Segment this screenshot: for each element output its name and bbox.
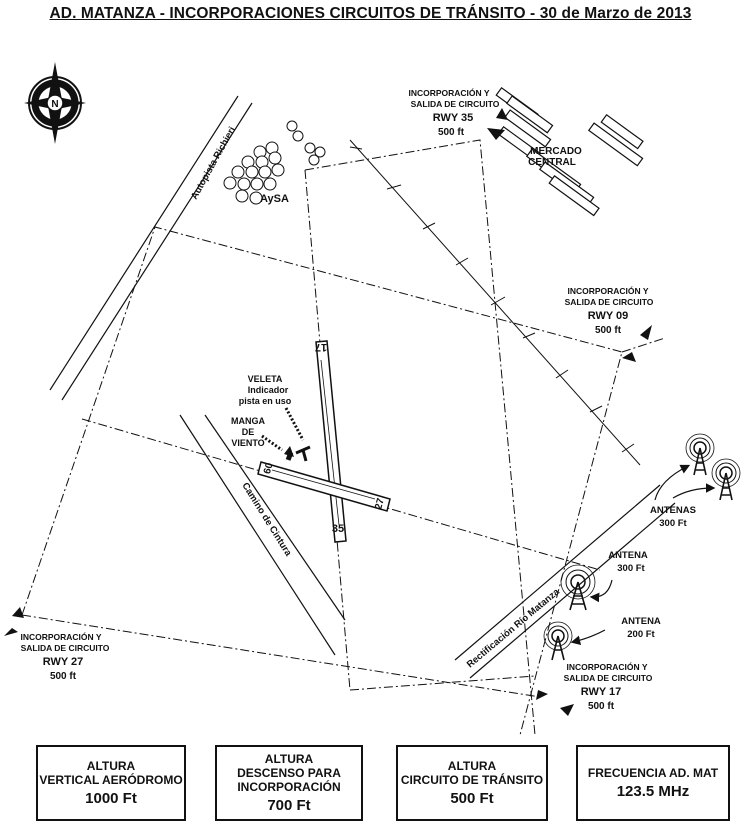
svg-text:500 ft: 500 ft: [50, 671, 77, 682]
svg-text:500 ft: 500 ft: [438, 127, 465, 138]
antenna-label-3: ANTENA 200 Ft: [621, 616, 661, 640]
runway-09-27: 09 27: [257, 461, 391, 512]
info-box-frecuencia: FRECUENCIA AD. MAT 123.5 MHz: [576, 745, 730, 821]
info-box-value: 1000 Ft: [85, 790, 137, 807]
wind-indicators: [261, 407, 311, 462]
info-box-descenso: ALTURA DESCENSO PARA INCORPORACIÓN 700 F…: [215, 745, 363, 821]
runway-17-35: 17 35: [315, 340, 347, 543]
svg-text:RWY 35: RWY 35: [433, 112, 474, 124]
landing-t-icon: [295, 445, 311, 462]
compass-icon: N: [24, 62, 86, 144]
info-box-vertical: ALTURA VERTICAL AERÓDROMO 1000 Ft: [36, 745, 186, 821]
svg-text:INCORPORACIÓN Y: INCORPORACIÓN Y: [567, 285, 648, 296]
svg-text:INCORPORACIÓN Y: INCORPORACIÓN Y: [20, 631, 101, 642]
info-box-line: VERTICAL AERÓDROMO: [39, 773, 183, 787]
runway-label-27: 27: [373, 497, 387, 511]
info-box-line: DESCENSO PARA: [237, 766, 341, 780]
runway-label-09: 09: [260, 461, 274, 475]
road-rectificacion-rio-matanza: Rectificación Río Matanza: [454, 484, 676, 679]
svg-text:SALIDA DE CIRCUITO: SALIDA DE CIRCUITO: [564, 673, 653, 683]
road-camino-de-cintura: Camino de Cintura: [179, 414, 346, 656]
svg-text:500 ft: 500 ft: [595, 325, 622, 336]
mercado-line-2: CENTRAL: [528, 157, 576, 168]
svg-text:INCORPORACIÓN Y: INCORPORACIÓN Y: [566, 661, 647, 672]
road-autopista-richieri: Autopista Richieri: [49, 95, 253, 401]
aysa-label: AySA: [260, 193, 289, 205]
entry-rwy27: INCORPORACIÓN Y SALIDA DE CIRCUITO RWY 2…: [20, 631, 109, 682]
veleta-line-1: VELETA: [248, 374, 283, 384]
info-box-line: ALTURA: [86, 759, 136, 773]
svg-text:500 ft: 500 ft: [588, 701, 615, 712]
svg-text:INCORPORACIÓN Y: INCORPORACIÓN Y: [408, 87, 489, 98]
antenna-icon-3: [560, 564, 596, 611]
svg-text:SALIDA DE CIRCUITO: SALIDA DE CIRCUITO: [565, 297, 654, 307]
info-box-line: CIRCUITO DE TRÁNSITO: [400, 773, 544, 787]
info-box-line: FRECUENCIA AD. MAT: [587, 766, 719, 780]
entry-arrows: [4, 108, 652, 716]
info-box-circuito: ALTURA CIRCUITO DE TRÁNSITO 500 Ft: [396, 745, 548, 821]
manga-line-1: MANGA: [231, 416, 265, 426]
road-label-rectificacion: Rectificación Río Matanza: [465, 586, 562, 670]
svg-text:ANTENA: ANTENA: [608, 550, 648, 561]
info-box-line: INCORPORACIÓN: [237, 780, 341, 794]
svg-text:300 Ft: 300 Ft: [659, 518, 687, 529]
svg-text:SALIDA DE CIRCUITO: SALIDA DE CIRCUITO: [411, 99, 500, 109]
runway-label-35: 35: [332, 523, 344, 535]
aerodrome-map: N Autopista Richieri Camino de Cintura R…: [4, 62, 741, 736]
manga-line-3: VIENTO: [231, 438, 264, 448]
entry-rwy17: INCORPORACIÓN Y SALIDA DE CIRCUITO RWY 1…: [564, 661, 653, 712]
svg-text:ANTENAS: ANTENAS: [650, 505, 696, 516]
runway-label-17: 17: [315, 341, 327, 353]
compass-letter: N: [51, 99, 58, 110]
road-label-autopista: Autopista Richieri: [189, 125, 238, 201]
antenna-icon-1: [685, 433, 715, 476]
info-box-line: ALTURA: [447, 759, 497, 773]
chart-title: AD. MATANZA - INCORPORACIONES CIRCUITOS …: [49, 5, 692, 22]
info-box-value: 700 Ft: [267, 797, 311, 814]
svg-text:ANTENA: ANTENA: [621, 616, 661, 627]
manga-line-2: DE: [242, 427, 255, 437]
svg-text:300 Ft: 300 Ft: [617, 563, 645, 574]
svg-text:RWY 09: RWY 09: [588, 310, 629, 322]
svg-text:RWY 17: RWY 17: [581, 686, 622, 698]
info-box-value: 123.5 MHz: [616, 783, 690, 800]
mercado-line-1: MERCADO: [530, 146, 582, 157]
svg-text:200 Ft: 200 Ft: [627, 629, 655, 640]
mercado-central-buildings: [495, 86, 644, 217]
veleta-line-3: pista en uso: [239, 396, 292, 406]
entry-rwy09: INCORPORACIÓN Y SALIDA DE CIRCUITO RWY 0…: [565, 285, 654, 336]
info-box-value: 500 Ft: [450, 790, 494, 807]
antenna-arrows: [570, 464, 716, 646]
veleta-line-2: Indicador: [248, 385, 289, 395]
svg-text:SALIDA DE CIRCUITO: SALIDA DE CIRCUITO: [21, 643, 110, 653]
aysa-tanks: [223, 120, 326, 205]
antenna-icon-2: [711, 458, 741, 501]
antennas-label-1: ANTENAS 300 Ft: [650, 505, 696, 529]
entry-rwy35: INCORPORACIÓN Y SALIDA DE CIRCUITO RWY 3…: [408, 87, 499, 138]
info-box-line: ALTURA: [264, 752, 314, 766]
antenna-label-2: ANTENA 300 Ft: [608, 550, 648, 574]
svg-text:RWY 27: RWY 27: [43, 656, 84, 668]
